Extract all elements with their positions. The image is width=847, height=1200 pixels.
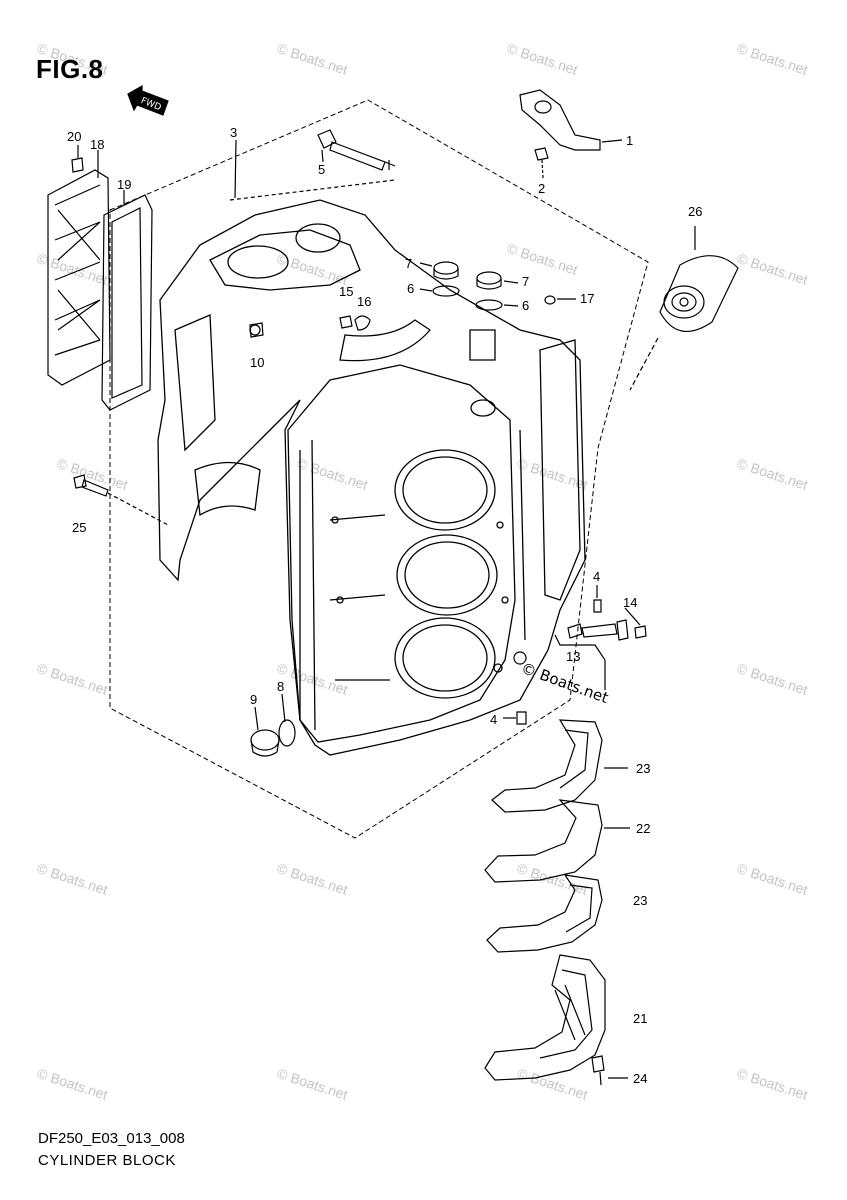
callout-label[interactable]: 20 bbox=[67, 129, 82, 144]
callout-label[interactable]: 4 bbox=[593, 569, 601, 584]
callout-label[interactable]: 21 bbox=[633, 1011, 648, 1026]
drawing-name: CYLINDER BLOCK bbox=[38, 1152, 176, 1169]
callout-label[interactable]: 15 bbox=[339, 284, 354, 299]
callout-label[interactable]: 25 bbox=[72, 520, 87, 535]
callout-label[interactable]: 23 bbox=[633, 893, 648, 908]
bolt-24-part bbox=[591, 1055, 605, 1073]
callout-label[interactable]: 24 bbox=[633, 1071, 648, 1086]
side-cover-part bbox=[47, 169, 111, 386]
callout-label[interactable]: 7 bbox=[522, 274, 530, 289]
plug-4-part bbox=[593, 599, 602, 613]
callout-label[interactable]: 6 bbox=[407, 281, 415, 296]
callout-label[interactable]: 19 bbox=[117, 177, 132, 192]
callout-label[interactable]: 9 bbox=[250, 692, 258, 707]
callout-label[interactable]: 3 bbox=[230, 125, 238, 140]
dowel-parts bbox=[339, 315, 371, 331]
dowel-pin-part bbox=[249, 322, 264, 338]
assembly-boundary bbox=[109, 99, 649, 839]
figure-title: FIG.8 bbox=[36, 54, 104, 84]
cylinder-block bbox=[157, 199, 586, 756]
sensor-13-14-parts bbox=[567, 619, 647, 641]
callout-label[interactable]: 26 bbox=[688, 204, 703, 219]
bolt-25-part bbox=[73, 474, 109, 497]
callout-label[interactable]: 7 bbox=[405, 256, 413, 271]
overlay-watermark: © Boats.net bbox=[519, 659, 611, 707]
bracket-part bbox=[519, 89, 601, 151]
fwd-arrow-icon: FWD bbox=[127, 84, 169, 116]
bolt-part bbox=[534, 147, 549, 161]
callout-bracket-13 bbox=[554, 634, 606, 690]
callout-label[interactable]: 10 bbox=[250, 355, 265, 370]
drawing-code: DF250_E03_013_008 bbox=[38, 1130, 185, 1147]
exhaust-plate-22 bbox=[484, 799, 603, 883]
callout-label[interactable]: 22 bbox=[636, 821, 651, 836]
callout-label[interactable]: 8 bbox=[277, 679, 285, 694]
callout-label[interactable]: 4 bbox=[490, 712, 498, 727]
exhaust-gasket-23b bbox=[486, 874, 603, 953]
screw-part bbox=[71, 157, 84, 173]
side-gasket-part bbox=[101, 194, 153, 411]
callout-label[interactable]: 18 bbox=[90, 137, 105, 152]
plug-4b-part bbox=[516, 711, 527, 725]
drain-plug-parts bbox=[250, 719, 296, 757]
callout-label[interactable]: 23 bbox=[636, 761, 651, 776]
callout-label[interactable]: 1 bbox=[626, 133, 634, 148]
callout-label[interactable]: 16 bbox=[357, 294, 372, 309]
callout-label[interactable]: 6 bbox=[522, 298, 530, 313]
callout-label[interactable]: 5 bbox=[318, 162, 326, 177]
oil-filter-part bbox=[659, 255, 739, 332]
callout-label[interactable]: 17 bbox=[580, 291, 595, 306]
exhaust-gasket-23a bbox=[491, 719, 603, 813]
callout-label[interactable]: 13 bbox=[566, 649, 581, 664]
callout-label[interactable]: 2 bbox=[538, 181, 546, 196]
plug-and-oring-parts bbox=[432, 261, 556, 311]
long-bolt-part bbox=[317, 129, 396, 171]
exhaust-cover-21 bbox=[484, 954, 606, 1081]
callout-label[interactable]: 14 bbox=[623, 595, 638, 610]
